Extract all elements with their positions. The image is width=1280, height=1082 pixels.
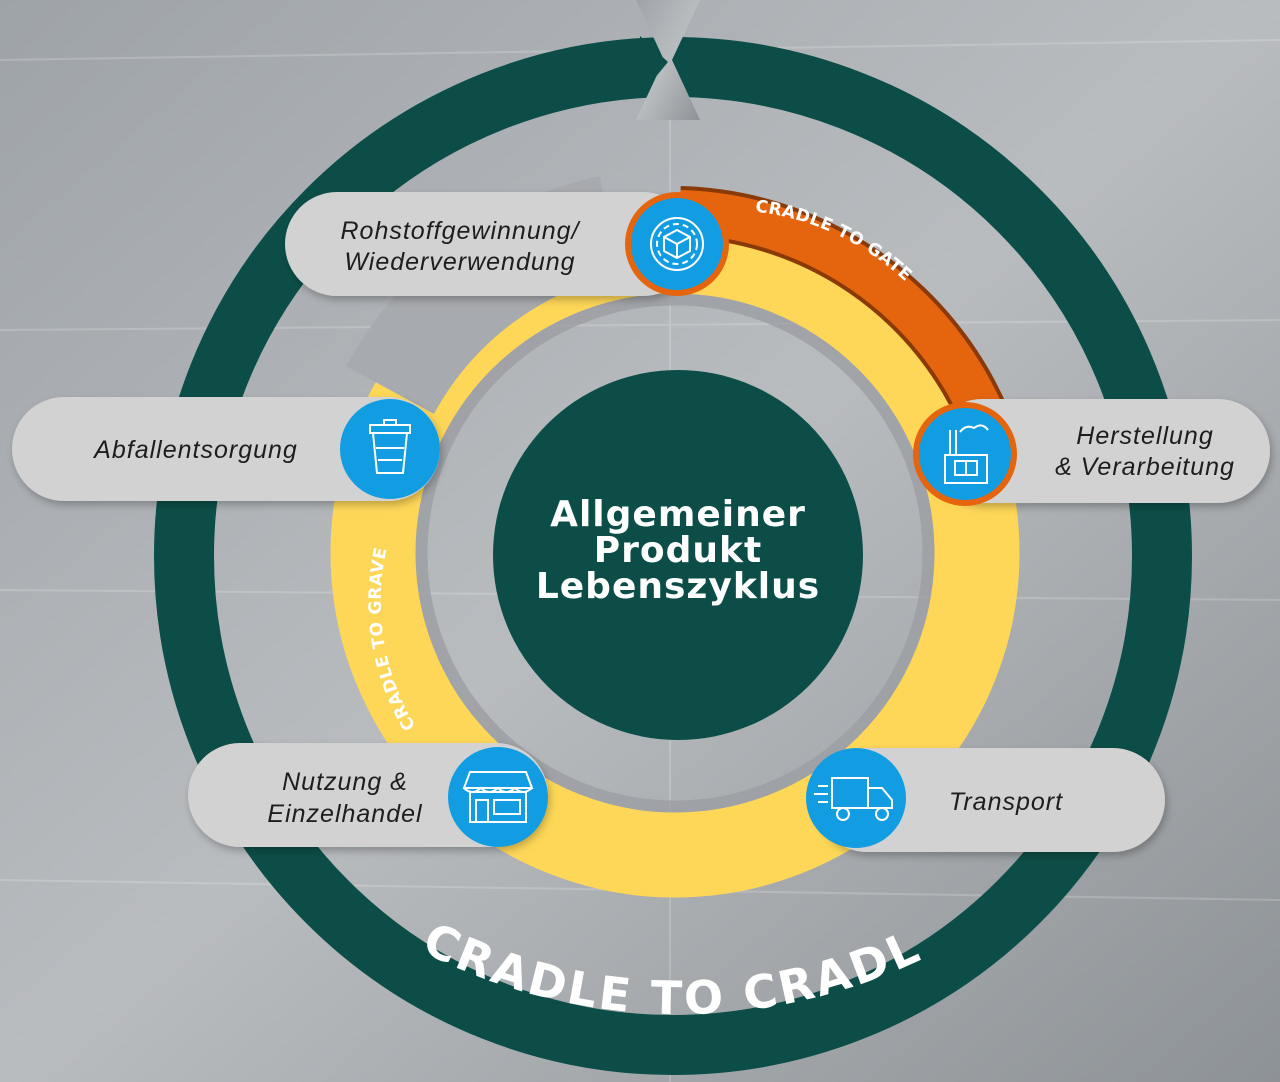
usage-icon-circle — [448, 747, 548, 847]
disposal-pill — [12, 397, 440, 501]
usage-label-line2: Einzelhandel — [267, 800, 423, 828]
gear-box-icon — [650, 217, 704, 271]
stage-manufacturing — [930, 399, 1270, 503]
transport-pill — [815, 748, 1165, 852]
store-icon — [462, 771, 534, 823]
transport-label: Transport — [949, 788, 1063, 816]
stage-transport — [815, 748, 1165, 852]
usage-label-line1: Nutzung & — [282, 768, 408, 796]
manufacturing-pill — [930, 399, 1270, 503]
center-title-line2: Produkt — [594, 530, 762, 571]
cycle-notch — [636, 0, 700, 120]
delivery-truck-icon — [814, 777, 893, 821]
center-title-line1: Allgemeiner — [550, 494, 806, 535]
center-circle — [493, 370, 863, 740]
stage-disposal — [12, 397, 440, 501]
raw-materials-label-line2: Wiederverwendung — [344, 248, 575, 276]
cycle-arrow-head — [640, 36, 668, 96]
stage-raw-materials — [285, 192, 695, 296]
raw-materials-pill — [285, 192, 695, 296]
center-title-line3: Lebenszyklus — [536, 566, 820, 607]
cradle-to-gate-ring — [679, 190, 1006, 429]
raw-materials-label-line1: Rohstoffgewinnung/ — [341, 217, 582, 245]
transport-icon-circle — [806, 748, 906, 848]
disposal-label: Abfallentsorgung — [92, 436, 298, 464]
manufacturing-label-line2: & Verarbeitung — [1055, 453, 1235, 481]
manufacturing-label-line1: Herstellung — [1076, 422, 1213, 450]
factory-icon — [944, 424, 989, 484]
trash-can-icon — [369, 419, 411, 474]
